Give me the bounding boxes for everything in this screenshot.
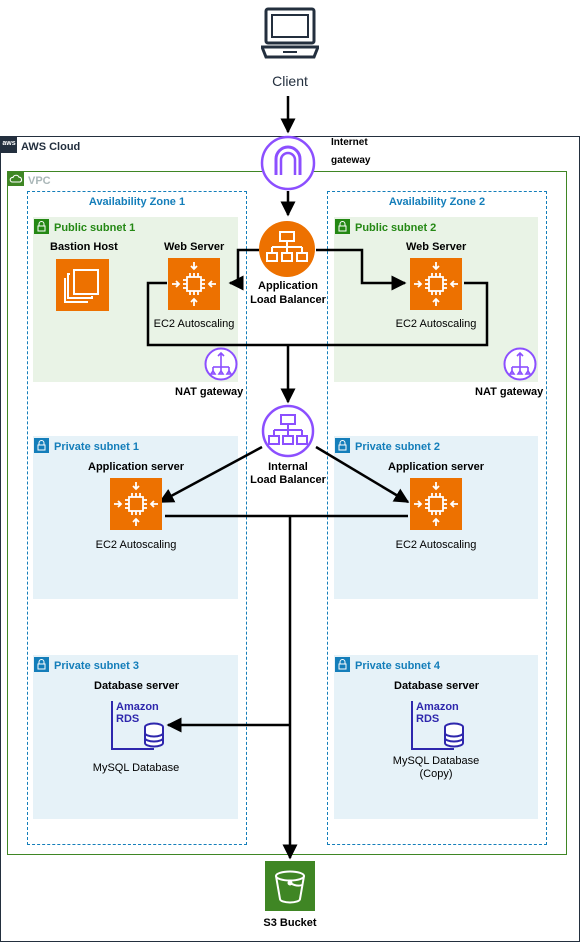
az1-label: Availability Zone 1	[88, 196, 186, 208]
availability-zone-1	[27, 191, 247, 845]
ilb-to-app1-arrow	[158, 445, 263, 504]
mysql-copy-label-1: MySQL Database	[392, 755, 480, 767]
ilb-label-1: Internal	[268, 461, 308, 473]
rds-2-icon: Amazon RDS	[410, 699, 468, 751]
ilb-label-2: Load Balancer	[250, 474, 326, 486]
rds-1-text-1: Amazon	[116, 701, 159, 713]
aws-logo-icon: aws	[1, 137, 17, 153]
app-server-1-ec2-label: EC2 Autoscaling	[95, 539, 177, 551]
vpc-label: VPC	[28, 175, 51, 187]
private-subnet-1-label: Private subnet 1	[54, 441, 139, 453]
private-subnet-4-lock-icon	[335, 657, 350, 672]
private-subnet-4-label: Private subnet 4	[355, 660, 440, 672]
rds-1-text-2: RDS	[116, 713, 140, 725]
app-server-2-ec2-label: EC2 Autoscaling	[395, 539, 477, 551]
alb-to-web2-arrow	[316, 248, 407, 291]
internet-gateway-icon	[260, 135, 316, 191]
database-server-1-label: Database server	[94, 680, 180, 692]
s3-bucket-icon	[265, 861, 315, 911]
public-subnet-2-lock-icon	[335, 219, 350, 234]
private-subnet-3	[33, 655, 238, 819]
nat-gateway-1-label: NAT gateway	[175, 386, 244, 398]
private-subnet-4	[334, 655, 538, 819]
app-server-2-ec2-autoscaling-icon	[410, 478, 462, 530]
nat-gateway-1-icon	[204, 347, 238, 381]
nat-gateway-2-label: NAT gateway	[475, 386, 544, 398]
app-server-2-label: Application server	[388, 461, 484, 473]
bastion-ec2-icon	[56, 259, 109, 311]
public-subnet-1-label: Public subnet 1	[54, 222, 136, 234]
nat-gateway-2-icon	[503, 347, 537, 381]
rds-2-text-2: RDS	[416, 713, 440, 725]
alb-label-2: Load Balancer	[250, 294, 326, 306]
database-server-2-label: Database server	[394, 680, 480, 692]
client-label: Client	[272, 73, 308, 89]
internet-gateway-label-1: Internet	[331, 137, 368, 148]
rds-2-text-1: Amazon	[416, 701, 459, 713]
alb-to-web1-arrow	[228, 248, 259, 291]
private-subnet-2-label: Private subnet 2	[355, 441, 440, 453]
web-server-1-label: Web Server	[164, 241, 225, 253]
web-server-2-ec2-autoscaling-icon	[410, 258, 462, 310]
web-server-2-ec2-label: EC2 Autoscaling	[395, 318, 477, 330]
web-server-1-ec2-label: EC2 Autoscaling	[153, 318, 235, 330]
bastion-host-label: Bastion Host	[50, 241, 118, 253]
az2-label: Availability Zone 2	[388, 196, 486, 208]
rds-1-icon: Amazon RDS	[110, 699, 168, 751]
aws-logo-text: aws	[2, 140, 16, 147]
application-load-balancer-icon	[259, 221, 315, 277]
ilb-to-app2-arrow	[315, 445, 410, 504]
alb-label-1: Application	[258, 280, 318, 292]
private-subnet-1-lock-icon	[34, 438, 49, 453]
s3-bucket-label: S3 Bucket	[263, 917, 317, 929]
internet-gateway-label-2: gateway	[331, 155, 371, 166]
internal-load-balancer-icon	[261, 404, 315, 458]
private-subnet-3-label: Private subnet 3	[54, 660, 139, 672]
availability-zone-2	[327, 191, 547, 845]
mysql-copy-label-2: (Copy)	[419, 768, 453, 780]
app-server-1-label: Application server	[88, 461, 184, 473]
private-subnet-3-lock-icon	[34, 657, 49, 672]
web-server-2-label: Web Server	[406, 241, 467, 253]
public-subnet-2-label: Public subnet 2	[355, 222, 437, 234]
web-servers-loop	[146, 281, 489, 347]
app-server-1-ec2-autoscaling-icon	[110, 478, 162, 530]
private-subnet-2-lock-icon	[335, 438, 350, 453]
mysql-database-label: MySQL Database	[92, 762, 180, 774]
vpc-cloud-icon	[8, 172, 24, 186]
web-server-1-ec2-autoscaling-icon	[168, 258, 220, 310]
public-subnet-1-lock-icon	[34, 219, 49, 234]
aws-cloud-label: AWS Cloud	[21, 141, 81, 153]
client-laptop-icon	[261, 7, 319, 59]
